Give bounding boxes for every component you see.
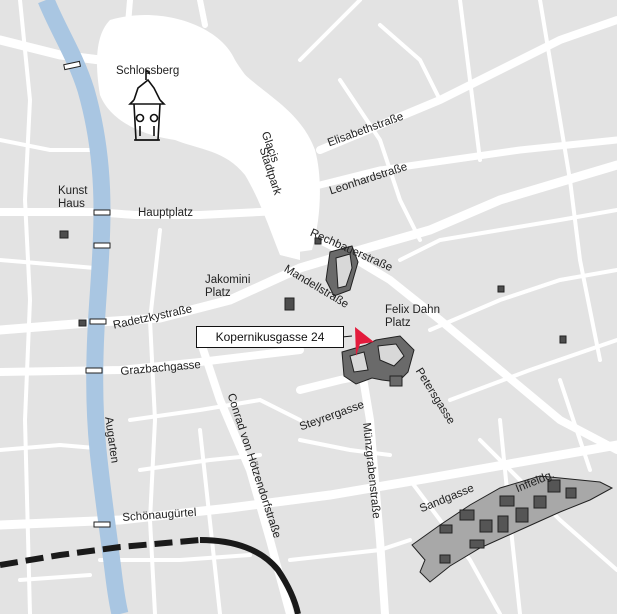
- label-jakomini-line2: Platz: [205, 287, 231, 299]
- label-jakomini-line1: Jakomini: [205, 274, 251, 286]
- railway: [0, 537, 301, 614]
- river-mur: [38, 0, 129, 614]
- buildings: [59, 230, 567, 387]
- inffeld-campus: [411, 475, 614, 583]
- label-kunst-haus-line1: Kunst: [58, 185, 88, 197]
- bridges: [63, 60, 111, 528]
- label-kunst-haus-line2: Haus: [58, 198, 85, 210]
- address-callout[interactable]: Kopernikusgasse 24: [196, 326, 344, 348]
- clock-tower-icon: [128, 68, 166, 141]
- label-felix-dahn-line1: Felix Dahn: [385, 304, 440, 316]
- label-felix-dahn-line2: Platz: [385, 317, 411, 329]
- label-schlossberg: Schlossberg: [116, 65, 180, 77]
- location-marker-icon[interactable]: [355, 327, 374, 356]
- schlossberg-park-area: [97, 14, 302, 260]
- label-hauptplatz: Hauptplatz: [138, 207, 193, 219]
